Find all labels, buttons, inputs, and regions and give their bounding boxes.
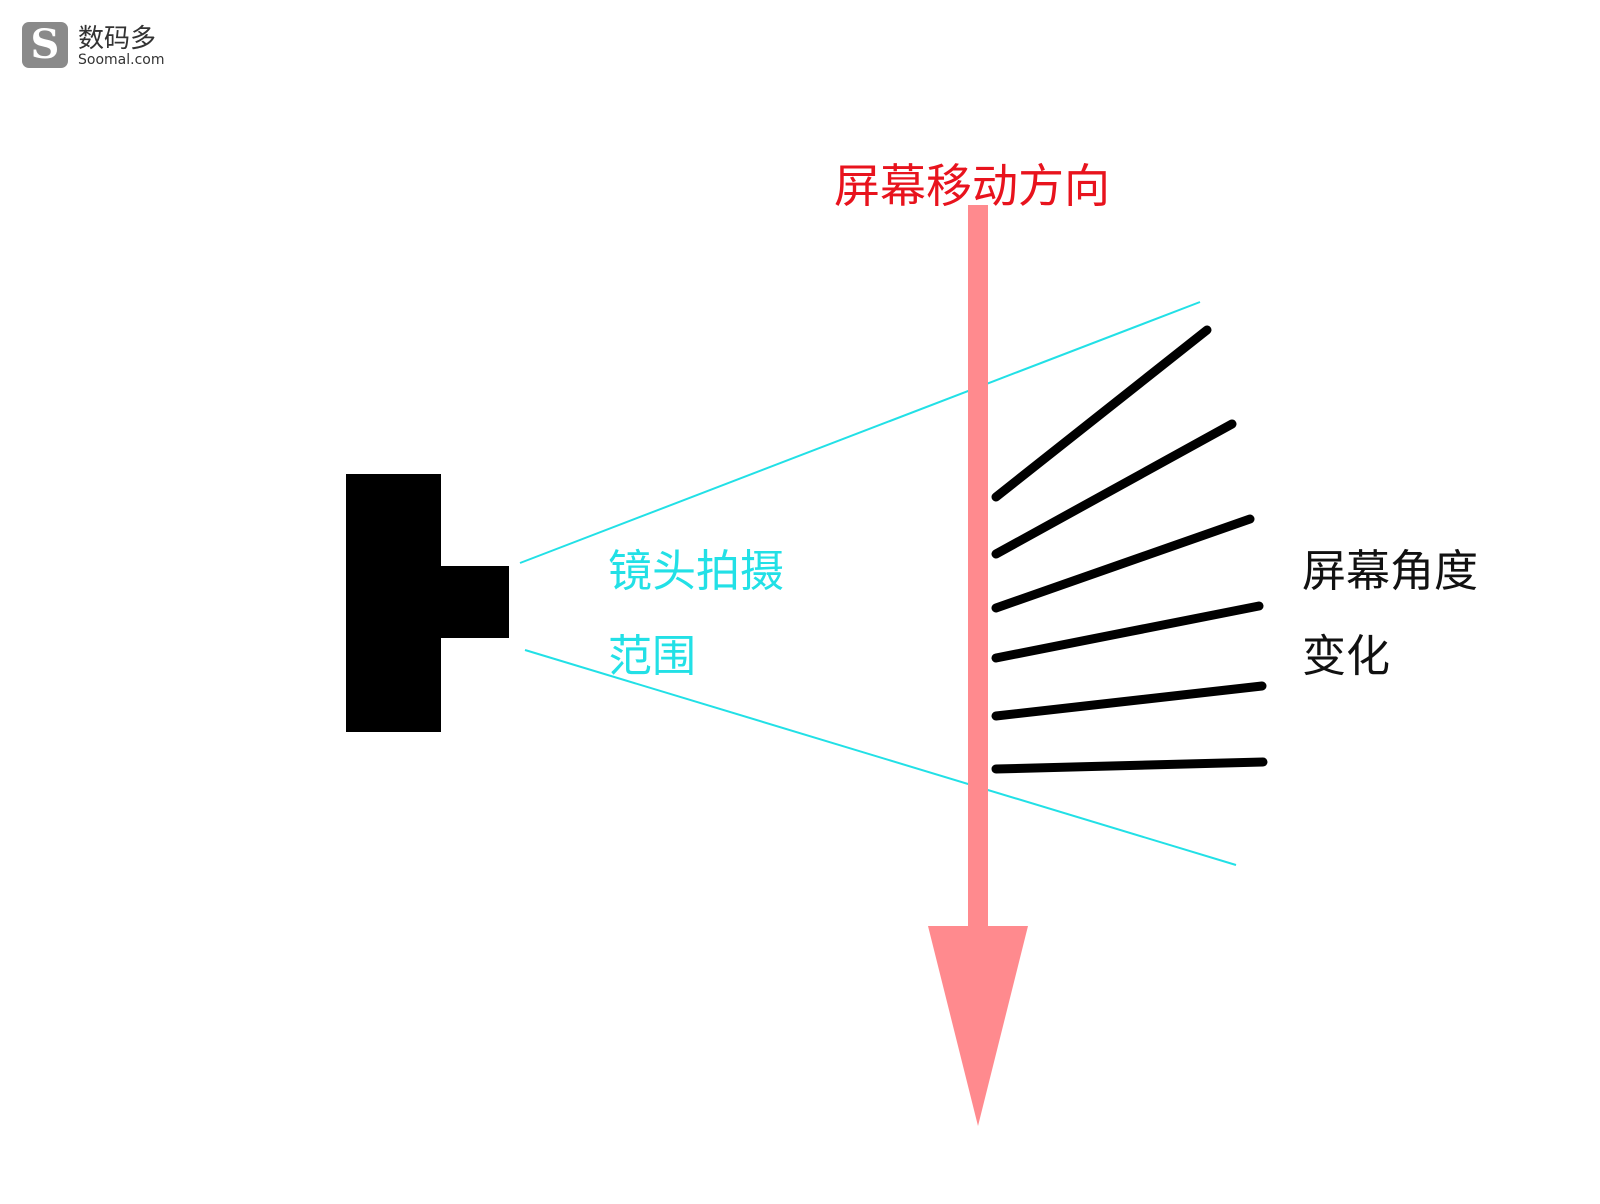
screen-line [991, 419, 1237, 559]
screen-move-direction-label: 屏幕移动方向 [834, 159, 1110, 213]
lens-range-lower-line [524, 649, 1237, 866]
camera-lens [441, 566, 509, 638]
screen-angle-lines [991, 325, 1268, 774]
logo-letter: S [31, 21, 60, 68]
screen-line [991, 681, 1267, 721]
screen-angle-label-line2: 变化 [1302, 631, 1390, 682]
screen-line [991, 514, 1255, 613]
arrow-shaft [968, 205, 988, 930]
lens-range-label-line1: 镜头拍摄 [608, 546, 784, 597]
logo-chinese-text: 数码多 [78, 24, 157, 54]
lens-range-label-line2: 范围 [608, 631, 696, 682]
camera-icon [346, 474, 509, 732]
screen-move-arrow [928, 205, 1028, 1126]
screen-line [991, 325, 1212, 502]
logo-english-text: Soomal.com [78, 52, 165, 68]
soomal-logo-icon: S [22, 21, 68, 68]
screen-angle-label-line1: 屏幕角度 [1302, 546, 1478, 597]
arrow-head [928, 926, 1028, 1126]
lens-range-upper-line [519, 301, 1201, 564]
screen-line [991, 757, 1268, 774]
logo-badge [22, 22, 68, 68]
screen-line [991, 601, 1264, 663]
camera-body [346, 474, 441, 732]
